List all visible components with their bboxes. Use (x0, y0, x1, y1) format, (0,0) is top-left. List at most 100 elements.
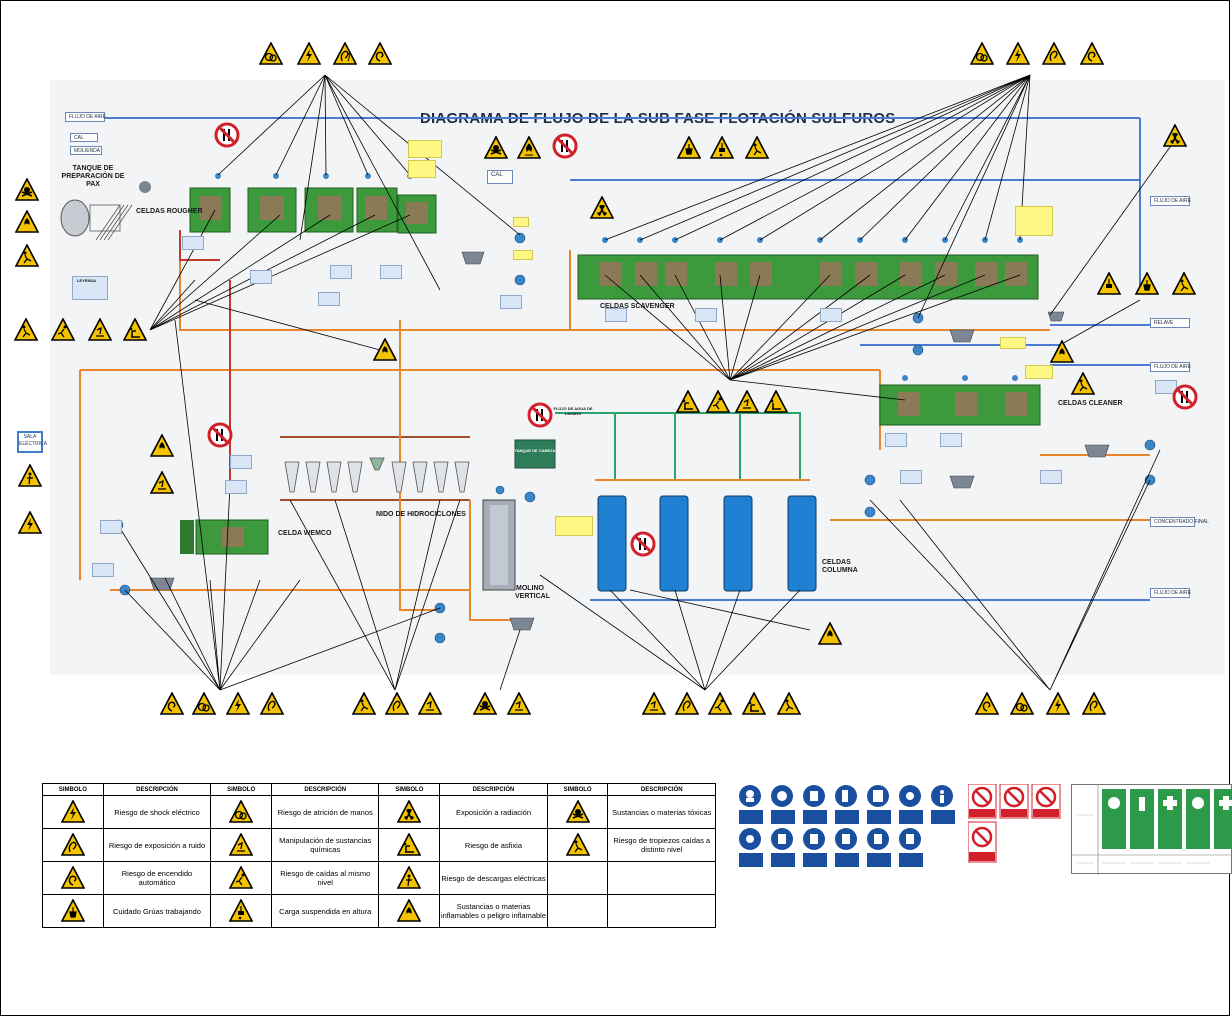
legend-description: Riesgo de encendido automático (102, 861, 212, 895)
flammable-hazard-icon (15, 210, 39, 234)
sala-electrica-box: SALA ELÉCTRICA (17, 431, 47, 453)
legend-description: Sustancias o materias tóxicas (607, 795, 716, 829)
no-eating-icon (207, 422, 233, 448)
cal-box: CAL (70, 133, 98, 142)
legend-description: Sustancias o materias inflamables o peli… (439, 894, 548, 928)
trip-hazard-icon (777, 692, 801, 716)
concentrado-final-box: CONCENTRADO FINAL (1150, 517, 1209, 527)
no-eating-icon (214, 122, 240, 148)
trip-hazard-icon (1071, 372, 1095, 396)
tanque-cabeza-label: TANQUE DE CABEZA (514, 448, 556, 453)
no-eating-icon (552, 133, 578, 159)
autostart-hazard-icon (975, 692, 999, 716)
legend-header: SIMBOLO (378, 783, 441, 796)
noise-hazard-icon (260, 692, 284, 716)
noise-hazard-icon (1082, 692, 1106, 716)
rougher-tag-2 (408, 160, 436, 178)
flujo-aire-box-cleaner: FLUJO DE AIRE (1150, 362, 1191, 372)
legend-description: Manipulación de sustancias químicas (270, 828, 380, 862)
slip-hazard-icon (706, 390, 730, 414)
trip-hazard-icon (14, 318, 38, 342)
legend-symbol-cell (210, 894, 272, 928)
flammable-hazard-icon (373, 338, 397, 362)
info-box (500, 295, 522, 309)
legend-symbol-cell (546, 795, 609, 829)
radiation-hazard-icon (590, 196, 614, 220)
info-box (900, 470, 922, 484)
info-box (695, 308, 717, 322)
flammable-hazard-icon (818, 622, 842, 646)
pump-tag (513, 217, 529, 227)
legend-symbol-cell (42, 828, 104, 862)
celdas-columna-label: CELDAS COLUMNA (822, 559, 858, 574)
molino-vertical-label: MOLINO VERTICAL (515, 585, 550, 600)
hand-hazard-icon (228, 799, 254, 824)
toxic-hazard-icon (565, 799, 590, 824)
legend-symbol-cell-empty (546, 861, 609, 895)
legend-description: Riesgo de shock eléctrico (102, 795, 212, 829)
chemical-hazard-icon (642, 692, 666, 716)
asphyxia-hazard-icon (676, 390, 700, 414)
hand-hazard-icon (259, 42, 283, 66)
chemical-hazard-icon (228, 832, 254, 857)
crane-hazard-icon (1135, 272, 1159, 296)
prohibition-signs-panel (967, 783, 1062, 869)
sala-electrica-label: SALA ELÉCTRICA (19, 434, 48, 447)
celda-wemco-label: CELDA WEMCO (278, 530, 332, 537)
autostart-hazard-icon (160, 692, 184, 716)
noise-hazard-icon (333, 42, 357, 66)
rougher-tag (408, 140, 442, 158)
ppe-signs-panel (738, 784, 960, 869)
info-box (820, 308, 842, 322)
legend-symbol-cell-empty (546, 894, 609, 928)
no-eating-icon (1172, 384, 1198, 410)
crane-hazard-icon (677, 136, 701, 160)
flujo-aire-box-right: FLUJO DE AIRE (1150, 196, 1191, 206)
electric-hazard-icon (297, 42, 321, 66)
flujo-aire-label-cleaner: FLUJO DE AIRE (1154, 364, 1191, 370)
toxic-hazard-icon (473, 692, 497, 716)
legend-row: Riesgo de encendido automático Riesgo de… (42, 861, 716, 895)
legend-description: Cuidado Grúas trabajando (102, 894, 212, 928)
flammable-hazard-icon (150, 434, 174, 458)
prohibition-signs-graphic (967, 783, 1061, 863)
info-box (380, 265, 402, 279)
hand-hazard-icon (192, 692, 216, 716)
noise-hazard-icon (675, 692, 699, 716)
info-box (182, 236, 204, 250)
hand-hazard-icon (1010, 692, 1034, 716)
legend-header: SIMBOLO (42, 783, 104, 796)
flujo-aire-box: FLUJO DE AIRE (65, 112, 106, 122)
flujo-aire-label-columna: FLUJO DE AIRE (1154, 590, 1191, 596)
info-box (230, 455, 252, 469)
info-box (100, 520, 122, 534)
autostart-hazard-icon (60, 865, 86, 890)
legend-symbol-cell (378, 894, 441, 928)
chemical-hazard-icon (150, 471, 174, 495)
relave-label: RELAVE (1154, 320, 1174, 326)
discharge-hazard-icon (18, 464, 42, 488)
legend-description: Carga suspendida en altura (270, 894, 380, 928)
trip-hazard-icon (1172, 272, 1196, 296)
chemical-hazard-icon (418, 692, 442, 716)
load-hazard-icon (228, 898, 254, 923)
flujo-aire-box-columna: FLUJO DE AIRE (1150, 588, 1191, 598)
celdas-rougher-label: CELDAS ROUGHER (136, 208, 203, 215)
trip-hazard-icon (745, 136, 769, 160)
tank-pax-label: TANQUE DE PREPARACIÓN DE PAX (61, 165, 125, 188)
celdas-cleaner-label: CELDAS CLEANER (1058, 400, 1123, 407)
info-box (92, 563, 114, 577)
load-hazard-icon (1097, 272, 1121, 296)
info-box (318, 292, 340, 306)
info-box (250, 270, 272, 284)
info-box (330, 265, 352, 279)
hazard-legend-table: SIMBOLO DESCRIPCIÓN SIMBOLO DESCRIPCIÓN … (42, 783, 716, 928)
hand-hazard-icon (970, 42, 994, 66)
legend-description: Riesgo de caídas al mismo nivel (270, 861, 380, 895)
info-box (1155, 380, 1177, 394)
legend-description: Riesgo de exposición a ruido (102, 828, 212, 862)
legend-description: Riesgo de asfixia (439, 828, 548, 862)
slip-hazard-icon (708, 692, 732, 716)
flammable-hazard-icon (397, 898, 422, 923)
